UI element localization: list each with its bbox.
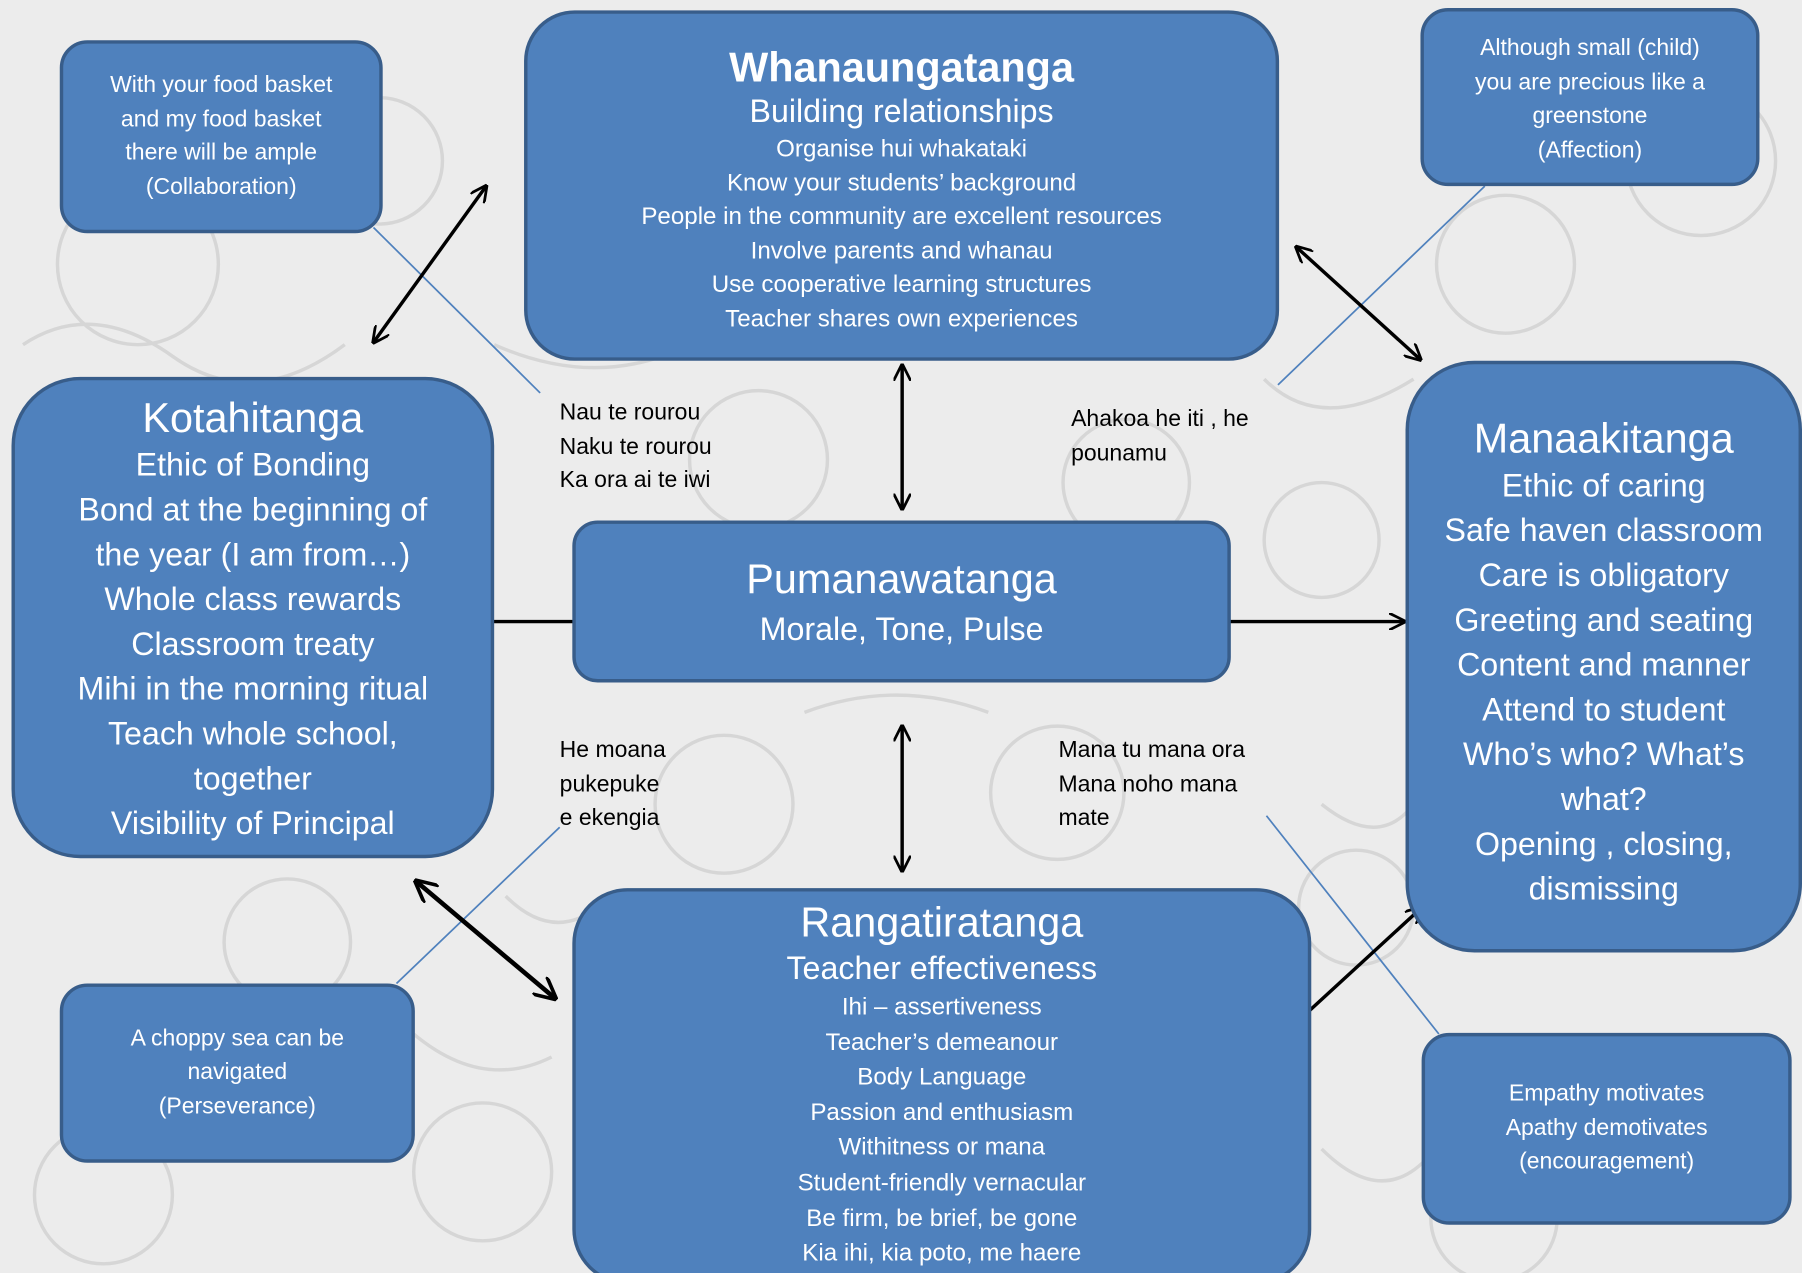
- encouragement-box: Empathy motivates Apathy demotivates (en…: [1421, 1032, 1792, 1225]
- whanaungatanga-item: Involve parents and whanau: [750, 237, 1053, 264]
- affection-line: Although small (child): [1480, 35, 1700, 61]
- quote-line: He moana: [559, 737, 666, 763]
- rangatiratanga-item: Ihi – assertiveness: [841, 993, 1042, 1021]
- rangatiratanga-item: Be firm, be brief, be gone: [806, 1204, 1078, 1232]
- quote-line: pounamu: [1071, 440, 1167, 466]
- affection-line: you are precious like a: [1474, 69, 1705, 95]
- pumanawatanga-box: Pumanawatanga Morale, Tone, Pulse: [572, 520, 1231, 683]
- rangatiratanga-item: Teacher’s demeanour: [825, 1028, 1059, 1056]
- quote-line: Mana tu mana ora: [1058, 737, 1245, 763]
- quote-line: Ka ora ai te iwi: [559, 467, 711, 493]
- encouragement-line: Apathy demotivates: [1505, 1115, 1708, 1141]
- kotahitanga-item: together: [193, 760, 312, 797]
- manaakitanga-item: Content and manner: [1457, 646, 1751, 683]
- quote-ahakoa: Ahakoa he iti , he pounamu: [1071, 403, 1249, 471]
- whanaungatanga-box: Whanaungatanga Building relationships Or…: [524, 10, 1280, 361]
- quote-line: Ahakoa he iti , he: [1071, 406, 1249, 432]
- quote-nau-te-rourou: Nau te rourou Naku te rourou Ka ora ai t…: [560, 396, 712, 498]
- collaboration-line: and my food basket: [120, 106, 322, 132]
- perseverance-line: A choppy sea can be: [130, 1025, 345, 1051]
- manaakitanga-item: Attend to student: [1482, 691, 1726, 728]
- quote-line: Naku te rourou: [559, 433, 712, 459]
- perseverance-line: (Perseverance): [158, 1093, 316, 1119]
- quote-line: Nau te rourou: [559, 399, 701, 426]
- quote-he-moana: He moana pukepuke e ekengia: [560, 734, 666, 836]
- pumanawatanga-subtitle: Morale, Tone, Pulse: [759, 610, 1044, 647]
- rangatiratanga-item: Withitness or mana: [838, 1134, 1046, 1161]
- quote-line: mate: [1058, 805, 1110, 831]
- whanaungatanga-title: Whanaungatanga: [729, 43, 1074, 91]
- manaakitanga-title: Manaakitanga: [1473, 414, 1734, 462]
- quote-line: e ekengia: [559, 805, 660, 831]
- whanaungatanga-item: Know your students’ background: [726, 169, 1077, 196]
- manaakitanga-box: Manaakitanga Ethic of caring Safe haven …: [1405, 360, 1802, 953]
- manaakitanga-item: Care is obligatory: [1478, 557, 1729, 593]
- rangatiratanga-subtitle: Teacher effectiveness: [786, 950, 1098, 986]
- rangatiratanga-box: Rangatiratanga Teacher effectiveness Ihi…: [572, 888, 1312, 1273]
- manaakitanga-item: Greeting and seating: [1454, 602, 1754, 638]
- collaboration-line: there will be ample: [125, 140, 318, 166]
- whanaungatanga-item: People in the community are excellent re…: [641, 203, 1162, 230]
- manaakitanga-item: Safe haven classroom: [1444, 512, 1763, 549]
- whanaungatanga-item: Teacher shares own experiences: [725, 305, 1078, 332]
- collaboration-line: (Collaboration): [145, 174, 297, 200]
- kotahitanga-item: the year (I am from…): [95, 536, 411, 573]
- rangatiratanga-item: Body Language: [857, 1064, 1027, 1091]
- manaakitanga-item: dismissing: [1528, 870, 1679, 907]
- manaakitanga-item: Who’s who? What’s: [1463, 736, 1745, 773]
- affection-line: (Affection): [1537, 137, 1643, 163]
- affection-box: Although small (child) you are precious …: [1420, 8, 1760, 187]
- kotahitanga-item: Mihi in the morning ritual: [77, 670, 429, 707]
- manaakitanga-subtitle: Ethic of caring: [1501, 467, 1706, 504]
- rangatiratanga-item: Passion and enthusiasm: [810, 1099, 1074, 1126]
- whanaungatanga-item: Organise hui whakataki: [776, 135, 1028, 162]
- perseverance-line: navigated: [187, 1059, 288, 1085]
- kotahitanga-item: Classroom treaty: [131, 626, 375, 662]
- kotahitanga-box: Kotahitanga Ethic of Bonding Bond at the…: [11, 376, 495, 859]
- manaakitanga-item: what?: [1560, 781, 1647, 817]
- collaboration-box: With your food basket and my food basket…: [59, 40, 383, 234]
- whanaungatanga-item: Use cooperative learning structures: [711, 271, 1092, 298]
- quote-line: Mana noho mana: [1058, 771, 1238, 797]
- kotahitanga-item: Teach whole school,: [107, 715, 398, 752]
- affection-line: greenstone: [1532, 103, 1648, 129]
- quote-mana-tu: Mana tu mana ora Mana noho mana mate: [1058, 734, 1245, 836]
- quote-line: pukepuke: [559, 771, 660, 797]
- manaakitanga-item: Opening , closing,: [1474, 826, 1733, 862]
- kotahitanga-item: Whole class rewards: [104, 581, 402, 617]
- whanaungatanga-subtitle: Building relationships: [749, 93, 1054, 129]
- kotahitanga-item: Visibility of Principal: [110, 805, 395, 842]
- perseverance-box: A choppy sea can be navigated (Persevera…: [59, 983, 415, 1163]
- rangatiratanga-title: Rangatiratanga: [800, 898, 1084, 946]
- pumanawatanga-title: Pumanawatanga: [746, 554, 1057, 602]
- collaboration-line: With your food basket: [110, 72, 333, 98]
- rangatiratanga-item: Student-friendly vernacular: [797, 1169, 1087, 1196]
- encouragement-line: Empathy motivates: [1508, 1081, 1705, 1107]
- kotahitanga-subtitle: Ethic of Bonding: [135, 446, 370, 483]
- encouragement-line: (encouragement): [1519, 1149, 1695, 1175]
- kotahitanga-item: Bond at the beginning of: [78, 491, 428, 528]
- kotahitanga-title: Kotahitanga: [142, 394, 364, 442]
- rangatiratanga-item: Kia ihi, kia poto, me haere: [802, 1239, 1082, 1267]
